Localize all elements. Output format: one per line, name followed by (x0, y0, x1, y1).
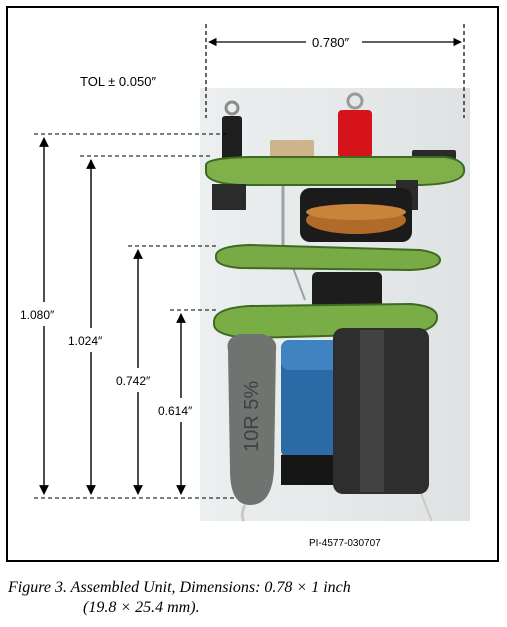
resistor: 10R 5% (227, 334, 277, 505)
caption-line-2: (19.8 × 25.4 mm). (83, 599, 200, 616)
figure-caption: Figure 3. Assembled Unit, Dimensions: 0.… (8, 578, 351, 618)
part-number: PI-4577-030707 (309, 538, 381, 549)
width-label: 0.780″ (308, 35, 354, 50)
tolerance-label: TOL ± 0.050″ (80, 74, 157, 89)
middle-circuit-board (215, 243, 442, 314)
height-top-board-label: 1.024″ (66, 334, 105, 348)
top-circuit-board (205, 156, 466, 210)
caption-line-1: Figure 3. Assembled Unit, Dimensions: 0.… (8, 579, 351, 596)
inductor-coil (300, 188, 412, 242)
height-middle-board-label: 0.742″ (114, 374, 153, 388)
width-dimension-arrow (205, 24, 465, 118)
black-capacitor (333, 328, 429, 494)
blue-capacitor (281, 340, 339, 485)
height-dimension-arrows (39, 137, 186, 495)
terminal-pins (222, 92, 456, 164)
height-bottom-board-label: 0.614″ (156, 404, 195, 418)
resistor-marking: 10R 5% (241, 381, 263, 452)
height-extension-lines (34, 133, 235, 499)
height-total-label: 1.080″ (18, 308, 57, 322)
